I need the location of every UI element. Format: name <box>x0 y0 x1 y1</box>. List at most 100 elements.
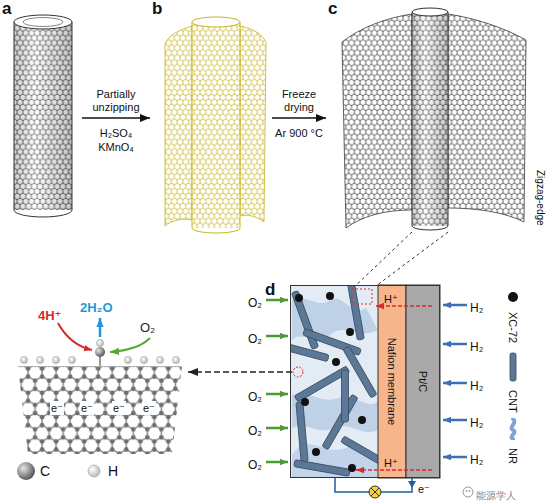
panel-b: b <box>152 0 270 232</box>
legend-item: CNT <box>506 352 520 400</box>
cathode-layer-part <box>293 367 303 377</box>
unzipped-tube-c <box>342 8 526 230</box>
unzipped-tube-c-part <box>412 8 448 16</box>
cathode-layer-part <box>291 286 378 477</box>
legend-label: CNT <box>506 390 519 413</box>
unzipped-tube-b-part <box>240 26 266 222</box>
panel-letter: d <box>265 281 279 299</box>
external-circuit-part <box>371 488 379 496</box>
proton-label-holder: H⁺ <box>384 289 398 307</box>
proton-arrows-part <box>376 305 432 307</box>
zoom-arrow-part <box>188 371 292 373</box>
legend-swatch <box>506 418 520 440</box>
cathode-layer-part-part-part-part <box>291 291 318 350</box>
electron-label: e⁻ <box>418 482 430 496</box>
water-label: 2H₂O <box>80 300 113 316</box>
gas-label: O₂ <box>248 296 262 311</box>
cathode-layer-part-part-part <box>332 358 340 366</box>
reagent-label-holder: KMnO₄ <box>98 137 134 155</box>
external-circuit <box>335 478 416 498</box>
gas-label: O₂ <box>140 320 155 336</box>
external-circuit-part <box>371 488 379 496</box>
cathode-layer-part-part-part <box>326 292 334 300</box>
layer-label: Nafion membrane <box>385 337 398 424</box>
electron-label-holder: e⁻ <box>142 398 156 416</box>
gas-label: H₂ <box>470 379 483 394</box>
legend-swatch <box>506 290 520 304</box>
zoom-lines-part <box>372 232 448 289</box>
gas-label: H₂ <box>470 301 483 316</box>
panel-a: a <box>2 0 80 226</box>
graphene-sheet-part-part <box>173 357 180 364</box>
legend-label: C <box>40 463 50 479</box>
watermark: 能源学人 <box>476 489 516 501</box>
edge-type-label: Zigzag-edge <box>534 170 547 226</box>
unzipped-tube-c-part <box>448 12 449 226</box>
graphene-sheet-part <box>95 347 105 357</box>
unzipped-tube-c-part <box>412 12 448 226</box>
graphene-sheet-part-part <box>69 357 76 364</box>
panel-letter: c <box>328 0 532 18</box>
gas-label: H₂ <box>470 340 483 355</box>
edge-label: Freeze drying <box>270 88 328 114</box>
electron-label: e⁻ <box>80 401 94 415</box>
membrane-fill <box>378 285 406 478</box>
watermark-holder: 能源学人 <box>476 485 516 501</box>
process-arrow <box>272 117 326 119</box>
gas-label-holder: O₂ <box>248 387 262 405</box>
legend-label: H <box>108 463 118 479</box>
gas-label-holder: H₂ <box>470 298 483 316</box>
electron-label: e⁻ <box>142 401 156 415</box>
nanotube-a-part <box>14 22 15 210</box>
cathode-layer-part-part-part <box>296 402 308 462</box>
gas-label-holder: O₂ <box>248 421 262 439</box>
hydrogen-arrows-part <box>443 419 467 422</box>
legend-item: XC-72 <box>506 290 520 322</box>
cathode-layer-part-part-part <box>358 416 366 424</box>
hydrogen-arrows <box>443 305 467 457</box>
unzipped-tube-b-part <box>192 228 240 233</box>
hydrogen-arrows-part <box>443 304 467 307</box>
edge-type-label-holder: Zigzag-edge <box>534 166 550 184</box>
legend-swatch <box>84 461 104 481</box>
gas-label: O₂ <box>248 424 262 439</box>
cathode-layer-part-part-part <box>348 464 356 472</box>
nanotube-a-part <box>14 210 72 217</box>
condition-label-holder: Ar 900 °C <box>275 123 323 141</box>
nanoribbon-symbol <box>512 419 515 439</box>
cathode-layer <box>281 284 389 477</box>
cathode-layer-part-part-part-part <box>291 342 329 361</box>
electron-label-holder: e⁻ <box>418 479 430 497</box>
anode-fill <box>406 285 440 478</box>
gas-label-holder: O₂ <box>248 293 262 311</box>
legend-swatch <box>506 352 520 382</box>
anode-layer: Pt/C <box>406 285 440 478</box>
hydrogen-atom-symbol <box>88 465 100 477</box>
zoom-lines <box>352 232 448 289</box>
cathode-layer-part-part <box>295 292 366 472</box>
graphene-sheet-part <box>58 323 92 350</box>
external-circuit-part <box>408 481 416 488</box>
watermark-icon-part <box>463 487 473 497</box>
cathode-layer-part-part-part-part <box>341 436 378 468</box>
unzipped-tube-b-part <box>192 17 240 27</box>
graphene-sheet-part-part <box>141 357 148 364</box>
cathode-layer-part-part-part <box>295 294 303 302</box>
reagent-label-holder: H₂SO₄ <box>100 123 133 141</box>
legend-swatch <box>16 461 36 481</box>
unzipped-tube-b-part <box>192 22 193 228</box>
graphene-sheet <box>18 318 182 454</box>
cathode-layer-part-part-part <box>341 436 378 468</box>
proton-label: H⁺ <box>384 456 398 470</box>
edge-label-holder: Partially unzipping <box>82 88 150 114</box>
unzipped-tube-b-part <box>192 22 240 228</box>
cathode-layer-part-part-part <box>346 328 354 336</box>
electron-label-holder: e⁻ <box>80 398 94 416</box>
graphene-sheet-part <box>99 318 102 337</box>
legend-item: NR <box>506 418 520 458</box>
unzipped-tube-b-part <box>165 26 192 226</box>
proton-arrows <box>356 306 432 470</box>
unzipped-tube-b-part <box>192 22 240 228</box>
reagent-label: KMnO₄ <box>98 140 134 154</box>
nanotube-a-part <box>14 22 72 210</box>
